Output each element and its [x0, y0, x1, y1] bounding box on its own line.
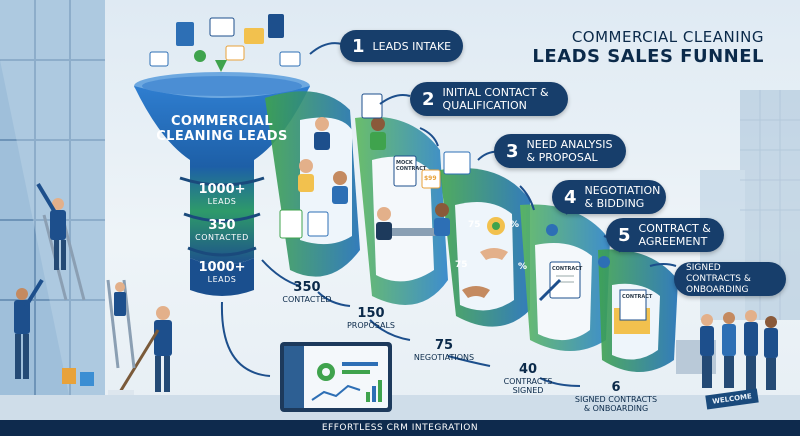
stage-number: 3	[506, 140, 519, 162]
count-value: 350	[293, 280, 321, 295]
count-label: SIGNED CONTRACTS & ONBOARDING	[574, 395, 658, 413]
contract-text-1: CONTRACT	[552, 266, 583, 272]
count-label: CONTRACTS SIGNED	[503, 377, 553, 395]
stage-pill-6: SIGNED CONTRACTS & ONBOARDING	[674, 262, 786, 296]
stage-number: 2	[422, 88, 435, 110]
stage-number: 4	[564, 186, 577, 208]
count-onboarding: 6 SIGNED CONTRACTS & ONBOARDING	[572, 380, 660, 413]
title-line-1: COMMERCIAL CLEANING	[571, 28, 764, 46]
count-value: 75	[434, 338, 454, 353]
count-contracts-signed: 40 CONTRACTS SIGNED	[498, 362, 558, 395]
funnel-tier-3-value: 1000+	[198, 260, 246, 275]
stage-pill-5: 5 CONTRACT & AGREEMENT	[606, 218, 724, 252]
stage-pill-2: 2 INITIAL CONTACT & QUALIFICATION	[410, 82, 568, 116]
percent-sign-1: %	[510, 220, 520, 230]
price-text: $99	[424, 175, 437, 182]
stage-label: NEED ANALYSIS & PROPOSAL	[526, 138, 613, 164]
count-label: PROPOSALS	[346, 321, 396, 330]
count-label: NEGOTIATIONS	[413, 353, 475, 362]
stage-label: LEADS INTAKE	[372, 39, 452, 53]
cleaner-with-mop	[108, 306, 172, 395]
stage-number: 1	[352, 35, 365, 57]
stage-pill-3: 3 NEED ANALYSIS & PROPOSAL	[494, 134, 626, 168]
flow-arrows	[220, 42, 677, 387]
stage-illustrations	[279, 93, 650, 334]
funnel-tier-2-value: 350	[208, 218, 236, 233]
stage-pill-4: 4 NEGOTIATION & BIDDING	[552, 180, 666, 214]
infographic-title: COMMERCIAL CLEANING LEADS SALES FUNNEL	[532, 28, 764, 67]
stage-label: NEGOTIATION & BIDDING	[584, 184, 661, 210]
count-value: 150	[357, 306, 385, 321]
count-value: 40	[518, 362, 538, 377]
funnel	[134, 72, 310, 296]
incoming-lead-icons	[149, 14, 301, 72]
funnel-tier-2-label: CONTACTED	[195, 233, 249, 242]
contract-text-2: CONTRACT	[622, 294, 653, 300]
window-cleaner-on-ladder	[36, 182, 86, 301]
buckets	[62, 368, 94, 386]
funnel-tier-3: 1000+ LEADS	[186, 260, 258, 284]
funnel-top-label: COMMERCIAL CLEANING LEADS	[156, 114, 288, 144]
funnel-tier-1-value: 1000+	[198, 182, 246, 197]
funnel-tier-3-label: LEADS	[207, 275, 237, 284]
funnel-tier-1-label: LEADS	[207, 197, 237, 206]
crm-dashboard	[280, 342, 392, 412]
count-contacted: 350 CONTACTED	[272, 280, 342, 304]
percent-value-1: 75	[468, 220, 481, 230]
percent-value-2: 75	[455, 260, 468, 270]
stage-number: 5	[618, 224, 631, 246]
stage-label: CONTRACT & AGREEMENT	[638, 222, 711, 248]
footer-banner: EFFORTLESS CRM INTEGRATION	[0, 420, 800, 436]
mock-contract-text: MOCK CONTRACT	[396, 160, 427, 172]
funnel-tier-2: 350 CONTACTED	[186, 218, 258, 242]
count-negotiations: 75 NEGOTIATIONS	[404, 338, 484, 362]
stage-pill-1: 1 LEADS INTAKE	[340, 30, 464, 62]
stage-label: INITIAL CONTACT & QUALIFICATION	[442, 86, 549, 112]
count-value: 6	[611, 380, 621, 395]
count-label: CONTACTED	[282, 295, 332, 304]
stage-label: SIGNED CONTRACTS & ONBOARDING	[686, 262, 751, 295]
count-proposals: 150 PROPOSALS	[340, 306, 402, 330]
percent-sign-2: %	[518, 262, 528, 272]
title-line-2: LEADS SALES FUNNEL	[532, 46, 764, 67]
cleaner-with-squeegee	[14, 278, 44, 379]
onboarding-team	[676, 310, 778, 390]
ladder-worker-2	[106, 279, 136, 369]
funnel-tier-1: 1000+ LEADS	[186, 182, 258, 206]
